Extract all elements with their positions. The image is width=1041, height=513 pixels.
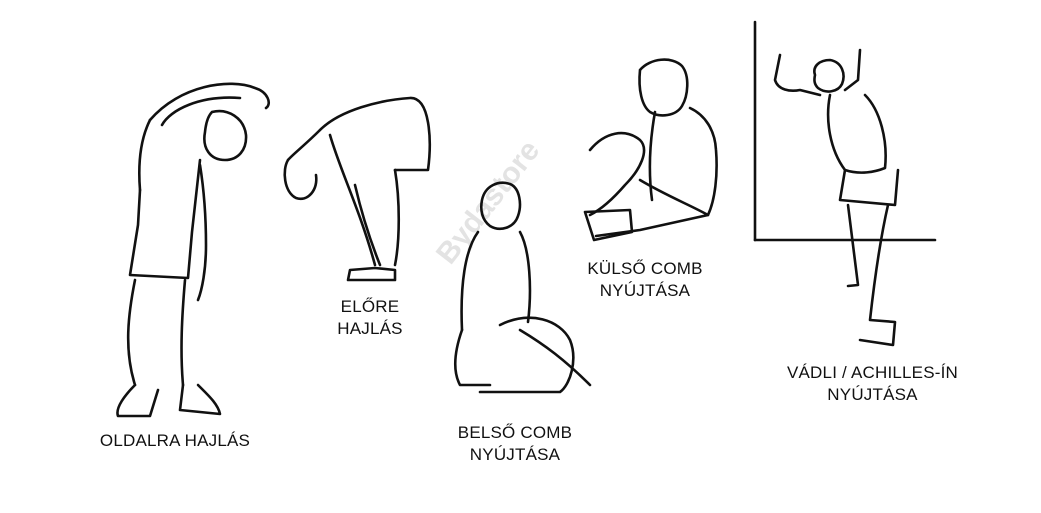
label-outer-thigh-line-2: NYÚJTÁSA: [599, 281, 691, 300]
label-outer-thigh: KÜLSŐ COMB NYÚJTÁSA: [555, 258, 735, 302]
label-inner-thigh-line-1: BELSŐ COMB: [457, 423, 573, 442]
label-forward-bend: ELŐRE HAJLÁS: [300, 296, 440, 340]
label-inner-thigh-line-2: NYÚJTÁSA: [469, 445, 561, 464]
label-forward-bend-line-2: HAJLÁS: [337, 319, 403, 338]
label-side-bend-line-1: OLDALRA HAJLÁS: [99, 431, 251, 450]
outer-thigh-figure: [583, 58, 718, 242]
label-forward-bend-line-1: ELŐRE: [340, 297, 400, 316]
label-inner-thigh: BELSŐ COMB NYÚJTÁSA: [425, 422, 605, 466]
label-calf-achilles-line-1: VÁDLI / ACHILLES-ÍN: [786, 363, 959, 382]
side-bend-figure: [116, 82, 270, 418]
calf-achilles-figure: [753, 20, 937, 347]
label-calf-achilles: VÁDLI / ACHILLES-ÍN NYÚJTÁSA: [745, 362, 1000, 406]
inner-thigh-figure: [453, 181, 592, 394]
label-outer-thigh-line-1: KÜLSŐ COMB: [587, 259, 703, 278]
label-calf-achilles-line-2: NYÚJTÁSA: [827, 385, 918, 404]
label-side-bend: OLDALRA HAJLÁS: [60, 430, 290, 452]
forward-bend-figure: [283, 96, 431, 282]
